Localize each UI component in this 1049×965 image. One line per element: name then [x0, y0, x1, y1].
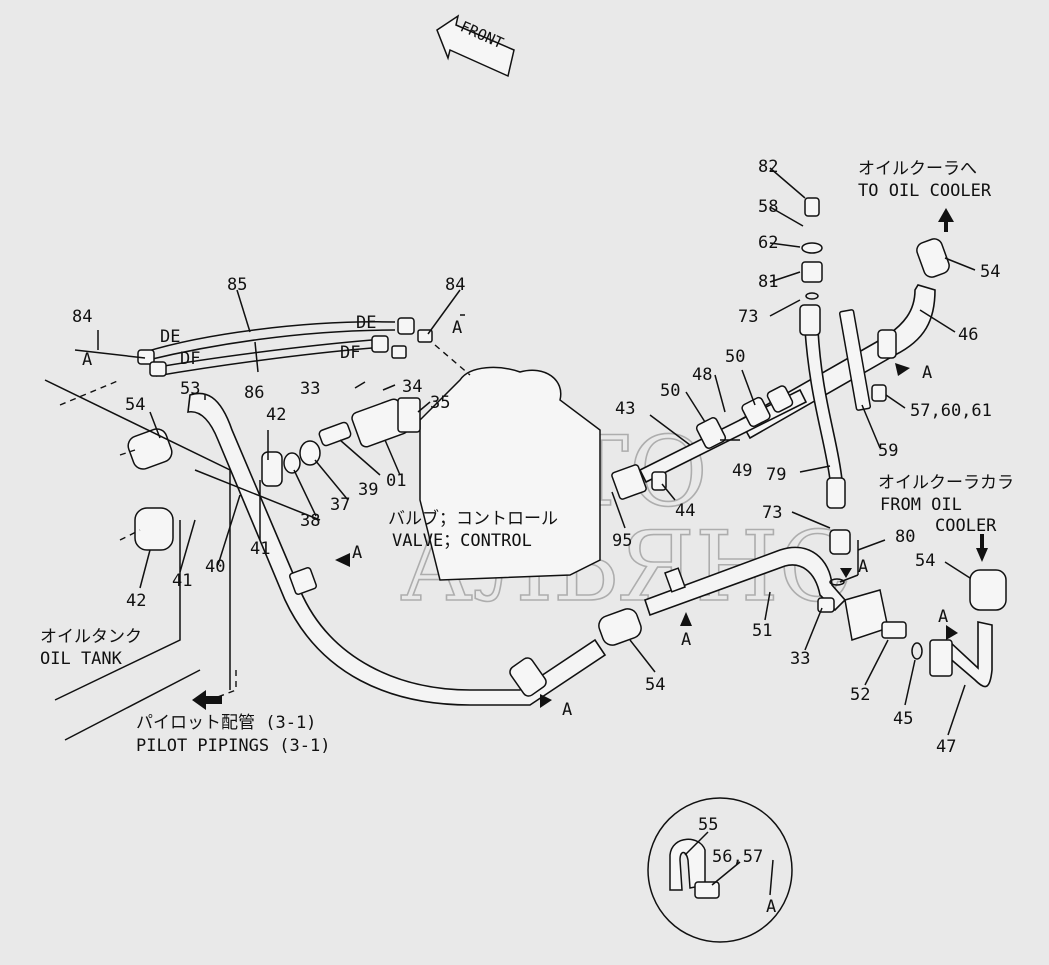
- part-35: 35: [430, 393, 450, 413]
- a-mark: A: [562, 700, 572, 720]
- part-38: 38: [300, 511, 320, 531]
- part-40: 40: [205, 557, 225, 577]
- a-mark: A: [766, 897, 776, 917]
- part-37: 37: [330, 495, 350, 515]
- a-mark: A: [352, 543, 362, 563]
- part-86: 86: [244, 383, 264, 403]
- from-oil-cooler-en1: FROM OIL: [880, 495, 962, 515]
- part-33-left: 33: [300, 379, 320, 399]
- part-79: 79: [766, 465, 786, 485]
- part-01: 01: [386, 471, 406, 491]
- a-mark: A: [858, 557, 868, 577]
- part-54-right: 54: [915, 551, 935, 571]
- part-53: 53: [180, 379, 200, 399]
- part-41-left: 41: [172, 571, 192, 591]
- hose-df-left: DF: [180, 349, 200, 369]
- part-82: 82: [758, 157, 778, 177]
- hose-de-right: DE: [356, 313, 376, 333]
- part-81: 81: [758, 272, 778, 292]
- to-oil-cooler-jp: オイルクーラへ: [858, 159, 977, 179]
- part-42-top: 42: [266, 405, 286, 425]
- part-33-right: 33: [790, 649, 810, 669]
- front-arrow: FRONT: [436, 14, 515, 78]
- part-51: 51: [752, 621, 772, 641]
- part-49: 49: [732, 461, 752, 481]
- part-73-top: 73: [738, 307, 758, 327]
- part-54-left: 54: [125, 395, 145, 415]
- part-84-left: 84: [72, 307, 92, 327]
- part-44: 44: [675, 501, 695, 521]
- a-mark: A: [82, 350, 92, 370]
- part-62: 62: [758, 233, 778, 253]
- part-84-right: 84: [445, 275, 465, 295]
- leader-lines: [74, 167, 976, 896]
- part-52: 52: [850, 685, 870, 705]
- a-mark: A: [452, 318, 462, 338]
- part-34: 34: [402, 377, 422, 397]
- part-95: 95: [612, 531, 632, 551]
- part-47: 47: [936, 737, 956, 757]
- part-55: 55: [698, 815, 718, 835]
- part-41-right: 41: [250, 539, 270, 559]
- part-50-right: 50: [725, 347, 745, 367]
- part-numbers: 82 58 62 81 73 54 46 57,60,61 59 79 73 8…: [72, 157, 1000, 867]
- pilot-en: PILOT PIPINGS (3-1): [136, 736, 330, 756]
- oil-tank-en: OIL TANK: [40, 649, 123, 669]
- part-56-57: 56,57: [712, 847, 763, 867]
- valve-en: VALVE；CONTROL: [392, 531, 532, 551]
- part-50-left: 50: [660, 381, 680, 401]
- a-mark: A: [938, 607, 948, 627]
- part-59: 59: [878, 441, 898, 461]
- part-45: 45: [893, 709, 913, 729]
- return-pipe-53: [187, 392, 607, 706]
- part-48: 48: [692, 365, 712, 385]
- valve-jp: バルブ；コントロール: [388, 508, 558, 529]
- a-mark: A: [681, 630, 691, 650]
- part-43: 43: [615, 399, 635, 419]
- a-markers: [335, 363, 958, 708]
- hose-de-left: DE: [160, 327, 180, 347]
- control-valve: [318, 366, 601, 581]
- hose-79: [799, 197, 851, 586]
- part-54-top: 54: [980, 262, 1000, 282]
- flow-arrows: [192, 208, 988, 710]
- from-oil-cooler-jp: オイルクーラカラ: [878, 473, 1014, 493]
- to-oil-cooler-en: TO OIL COOLER: [858, 181, 992, 201]
- part-73-bottom: 73: [762, 503, 782, 523]
- oil-tank-jp: オイルタンク: [40, 627, 142, 647]
- pilot-jp: パイロット配管 (3-1): [136, 713, 316, 733]
- hose-df-right: DF: [340, 343, 360, 363]
- text-labels: オイルクーラへ TO OIL COOLER オイルクーラカラ FROM OIL …: [40, 159, 1014, 917]
- part-46: 46: [958, 325, 978, 345]
- part-85: 85: [227, 275, 247, 295]
- left-fittings: [127, 428, 321, 596]
- part-54-bottom: 54: [645, 675, 665, 695]
- block-and-pipe-47: [817, 569, 1007, 688]
- part-58: 58: [758, 197, 778, 217]
- from-oil-cooler-en2: COOLER: [935, 516, 997, 536]
- pipe-51: [598, 546, 847, 646]
- part-57-60-61: 57,60,61: [910, 401, 992, 421]
- part-80: 80: [895, 527, 915, 547]
- part-42-bottom: 42: [126, 591, 146, 611]
- pilot-hoses: [137, 317, 433, 377]
- a-mark: A: [922, 363, 932, 383]
- detail-circle-a: [647, 797, 793, 943]
- part-39: 39: [358, 480, 378, 500]
- oil-tank: [44, 379, 321, 741]
